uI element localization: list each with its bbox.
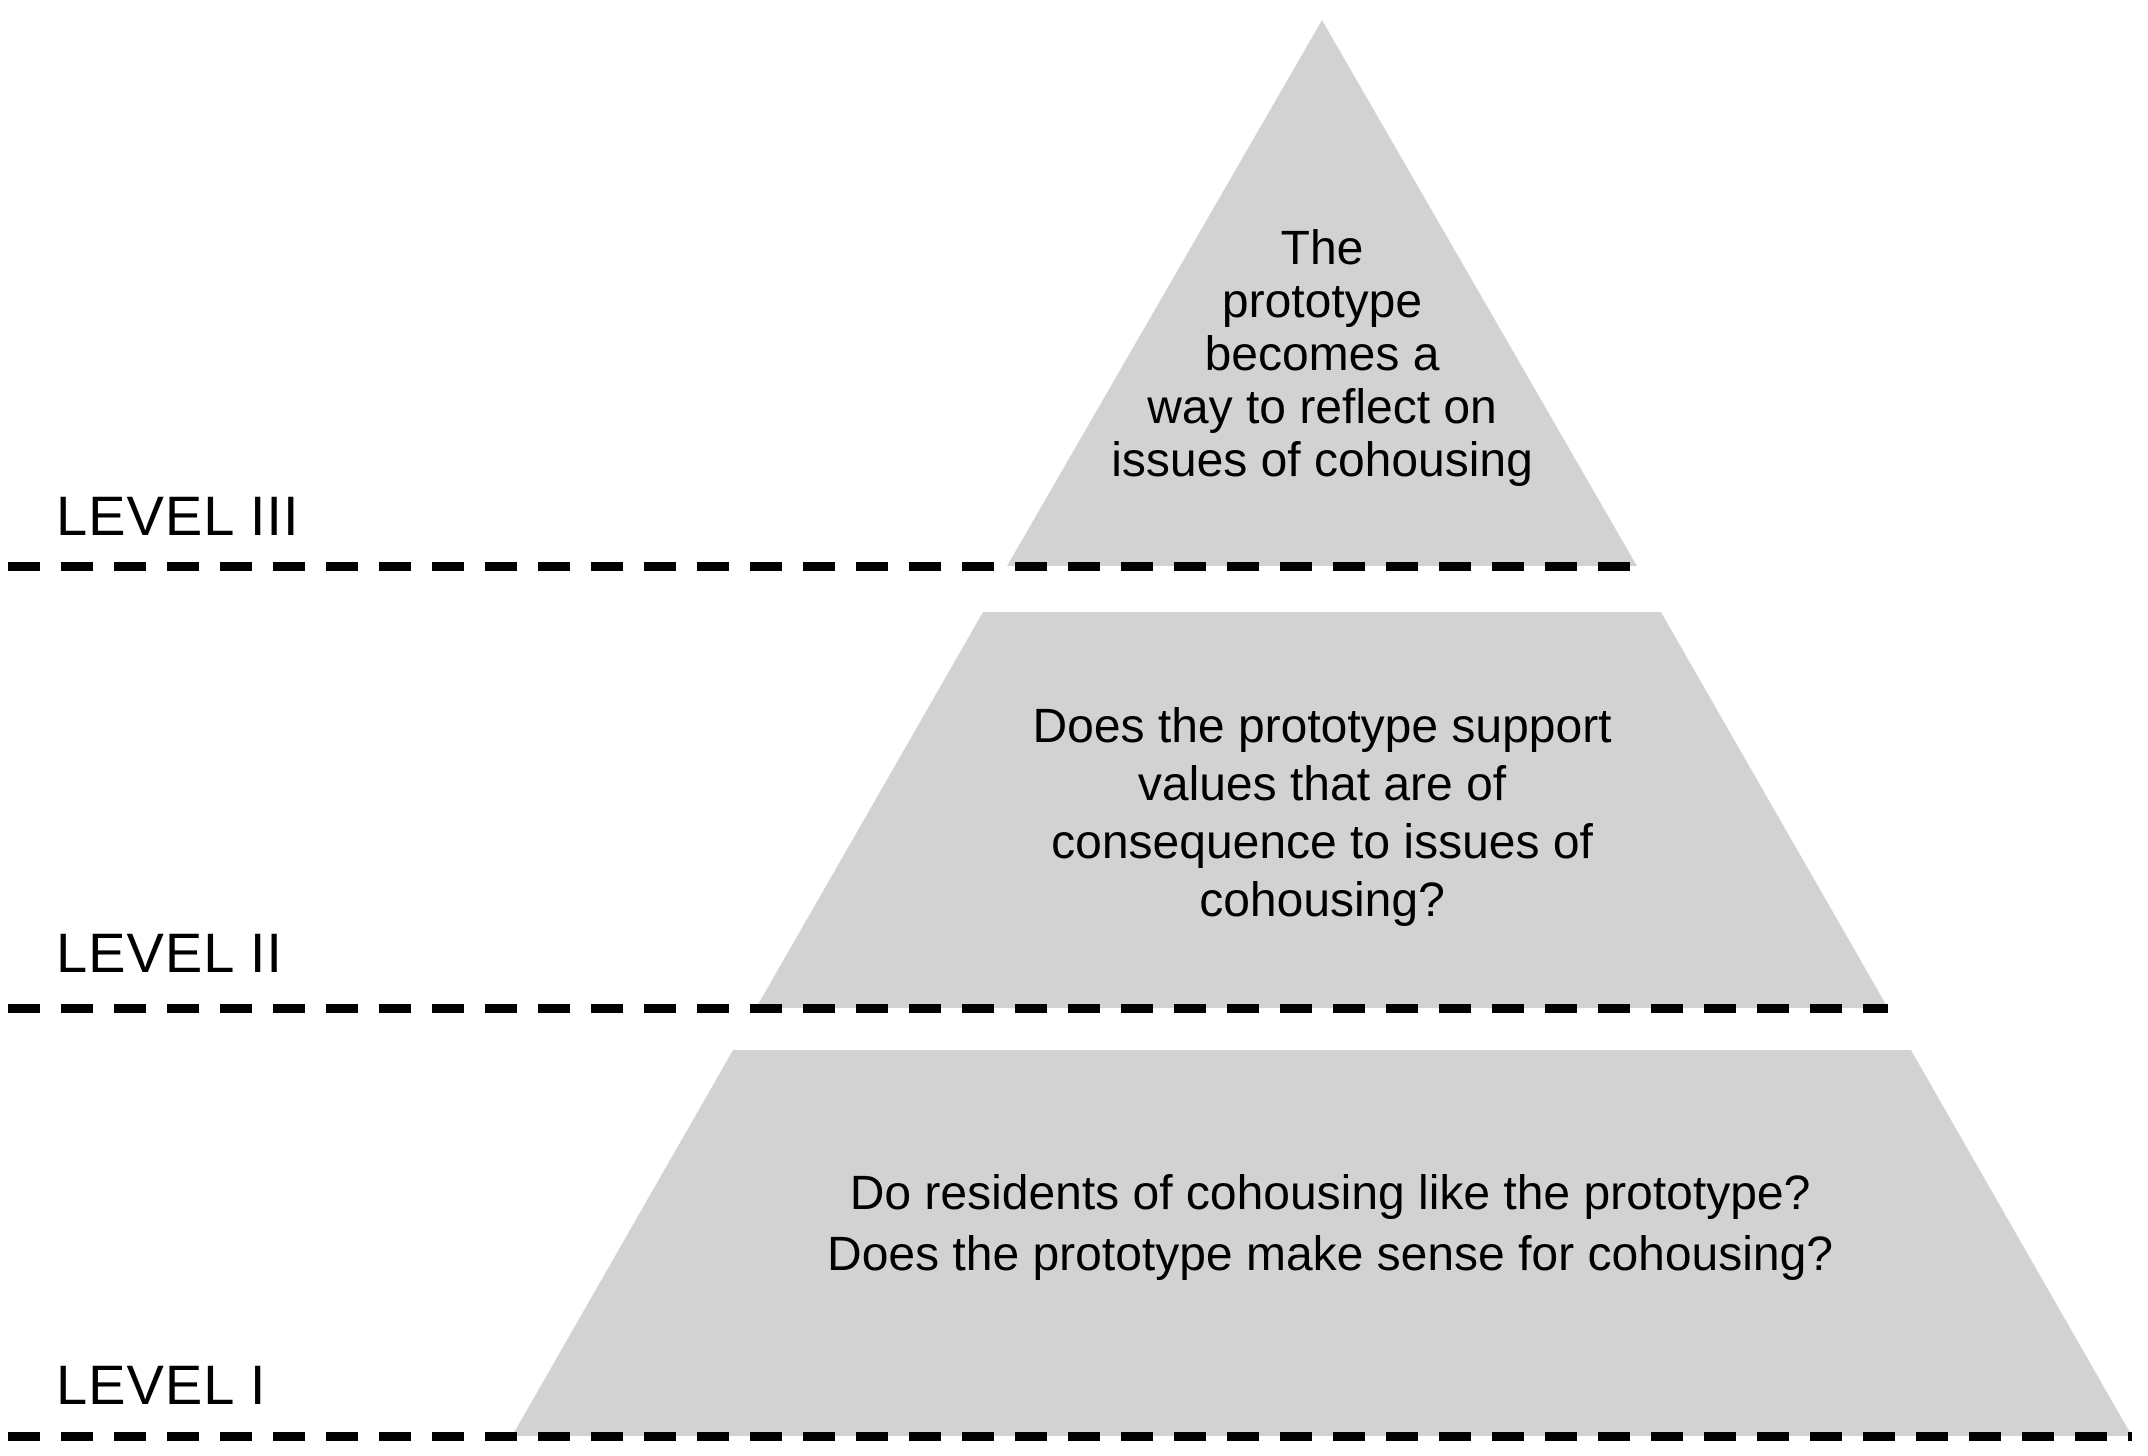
level-1-dashed-line [8, 1432, 2132, 1441]
text-line: becomes a [1204, 328, 1440, 381]
level-3-section-text: The prototype becomes a way to reflect o… [972, 222, 1672, 487]
text-line: The [1280, 222, 1364, 275]
level-2-label: LEVEL II [56, 921, 283, 984]
level-3-label: LEVEL III [56, 484, 300, 547]
level-3-dashed-line [8, 562, 1640, 571]
text-line: Do residents of cohousing like the proto… [849, 1167, 1811, 1220]
text-line: Does the prototype support [1032, 700, 1612, 753]
level-2-section-text: Does the prototype support values that a… [942, 698, 1702, 930]
level-1-label: LEVEL I [56, 1353, 267, 1416]
text-line: Does the prototype make sense for cohous… [827, 1228, 1833, 1281]
text-line: cohousing? [1199, 874, 1445, 927]
text-line: values that are of [1137, 758, 1507, 811]
text-line: issues of cohousing [1111, 434, 1533, 487]
text-line: prototype [1221, 275, 1423, 328]
text-line: consequence to issues of [1051, 816, 1593, 869]
level-2-dashed-line [8, 1004, 1888, 1013]
level-1-section-text: Do residents of cohousing like the proto… [760, 1163, 1900, 1285]
text-line: way to reflect on [1147, 381, 1497, 434]
